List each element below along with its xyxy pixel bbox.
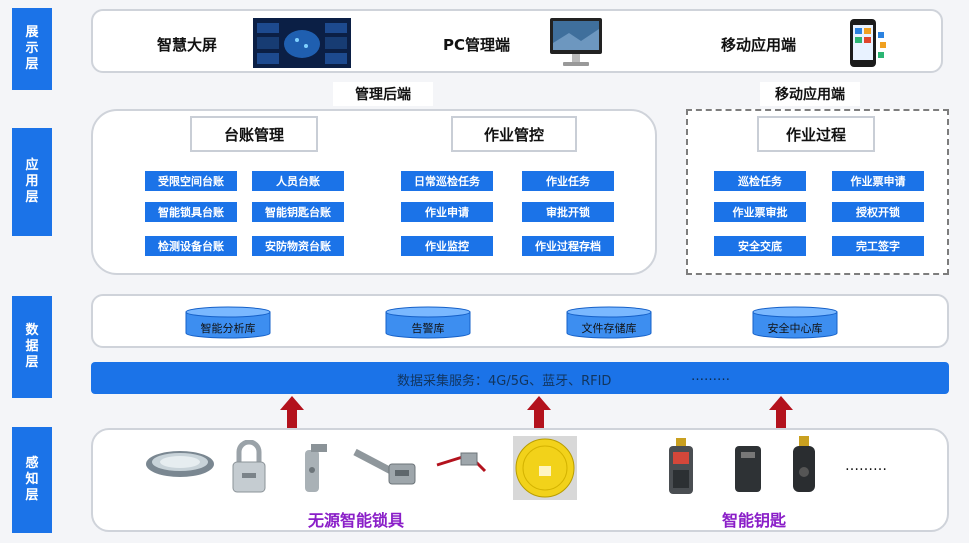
layer-tab-data: 数据层: [12, 296, 52, 398]
display-mobile-label: 移动应用端: [721, 36, 797, 54]
control-item[interactable]: 日常巡检任务: [401, 171, 493, 191]
key-device-icon: [790, 436, 818, 494]
database-cylinder: 文件存储库: [566, 306, 652, 340]
control-item[interactable]: 作业监控: [401, 236, 493, 256]
handle-lock-icon: [297, 440, 329, 494]
layer-tab-display: 展示层: [12, 8, 52, 90]
database-label: 智能分析库: [200, 322, 256, 335]
padlock-icon: [230, 439, 268, 494]
key-device-icon: [733, 442, 763, 494]
display-smart-screen-label: 智慧大屏: [157, 36, 218, 54]
key-device-icon: [667, 438, 695, 496]
process-item[interactable]: 作业票申请: [832, 171, 924, 191]
locks-label: 无源智能锁具: [308, 511, 405, 530]
device-ellipsis: ………: [845, 458, 887, 474]
yellow-cover-lock-icon: [513, 436, 577, 500]
display-pc-label: PC管理端: [443, 36, 511, 54]
database-label: 告警库: [411, 322, 445, 335]
process-item[interactable]: 安全交底: [714, 236, 806, 256]
database-label: 安全中心库: [767, 322, 823, 335]
database-label: 文件存储库: [581, 322, 637, 335]
keys-label: 智能钥匙: [722, 511, 787, 530]
mobile-section-label: 移动应用端: [760, 82, 860, 106]
database-cylinder: 安全中心库: [752, 306, 838, 340]
process-title: 作业过程: [757, 116, 875, 152]
ledger-item[interactable]: 智能锁具台账: [145, 202, 237, 222]
up-arrow-icon: [280, 396, 304, 428]
control-item[interactable]: 作业过程存档: [522, 236, 614, 256]
process-item[interactable]: 作业票审批: [714, 202, 806, 222]
control-item[interactable]: 审批开锁: [522, 202, 614, 222]
backend-section-label: 管理后端: [333, 82, 433, 106]
process-item[interactable]: 授权开锁: [832, 202, 924, 222]
database-cylinder: 告警库: [385, 306, 471, 340]
ledger-title: 台账管理: [190, 116, 318, 152]
chain-lock-icon: [353, 444, 419, 490]
control-item[interactable]: 作业任务: [522, 171, 614, 191]
dashboard-screen-icon: [253, 18, 351, 68]
up-arrow-icon: [769, 396, 793, 428]
layer-tab-application: 应用层: [12, 128, 52, 236]
control-title: 作业管控: [451, 116, 577, 152]
process-item[interactable]: 巡检任务: [714, 171, 806, 191]
ledger-item[interactable]: 智能钥匙台账: [252, 202, 344, 222]
data-collection-bar: 数据采集服务：4G/5G、蓝牙、RFID ………: [91, 362, 949, 394]
ledger-item[interactable]: 安防物资台账: [252, 236, 344, 256]
up-arrow-icon: [527, 396, 551, 428]
process-item[interactable]: 完工签字: [832, 236, 924, 256]
control-item[interactable]: 作业申请: [401, 202, 493, 222]
monitor-icon: [549, 17, 603, 69]
ledger-item[interactable]: 人员台账: [252, 171, 344, 191]
display-panel: [91, 9, 943, 73]
ledger-item[interactable]: 受限空间台账: [145, 171, 237, 191]
smartphone-icon: [845, 18, 889, 70]
layer-tab-sensing: 感知层: [12, 427, 52, 533]
data-collection-text: 数据采集服务：4G/5G、蓝牙、RFID: [397, 374, 612, 389]
database-cylinder: 智能分析库: [185, 306, 271, 340]
data-collection-ellipsis: ………: [691, 369, 730, 384]
ledger-item[interactable]: 检测设备台账: [145, 236, 237, 256]
manhole-lock-icon: [145, 446, 215, 480]
bar-lock-icon: [433, 447, 489, 477]
